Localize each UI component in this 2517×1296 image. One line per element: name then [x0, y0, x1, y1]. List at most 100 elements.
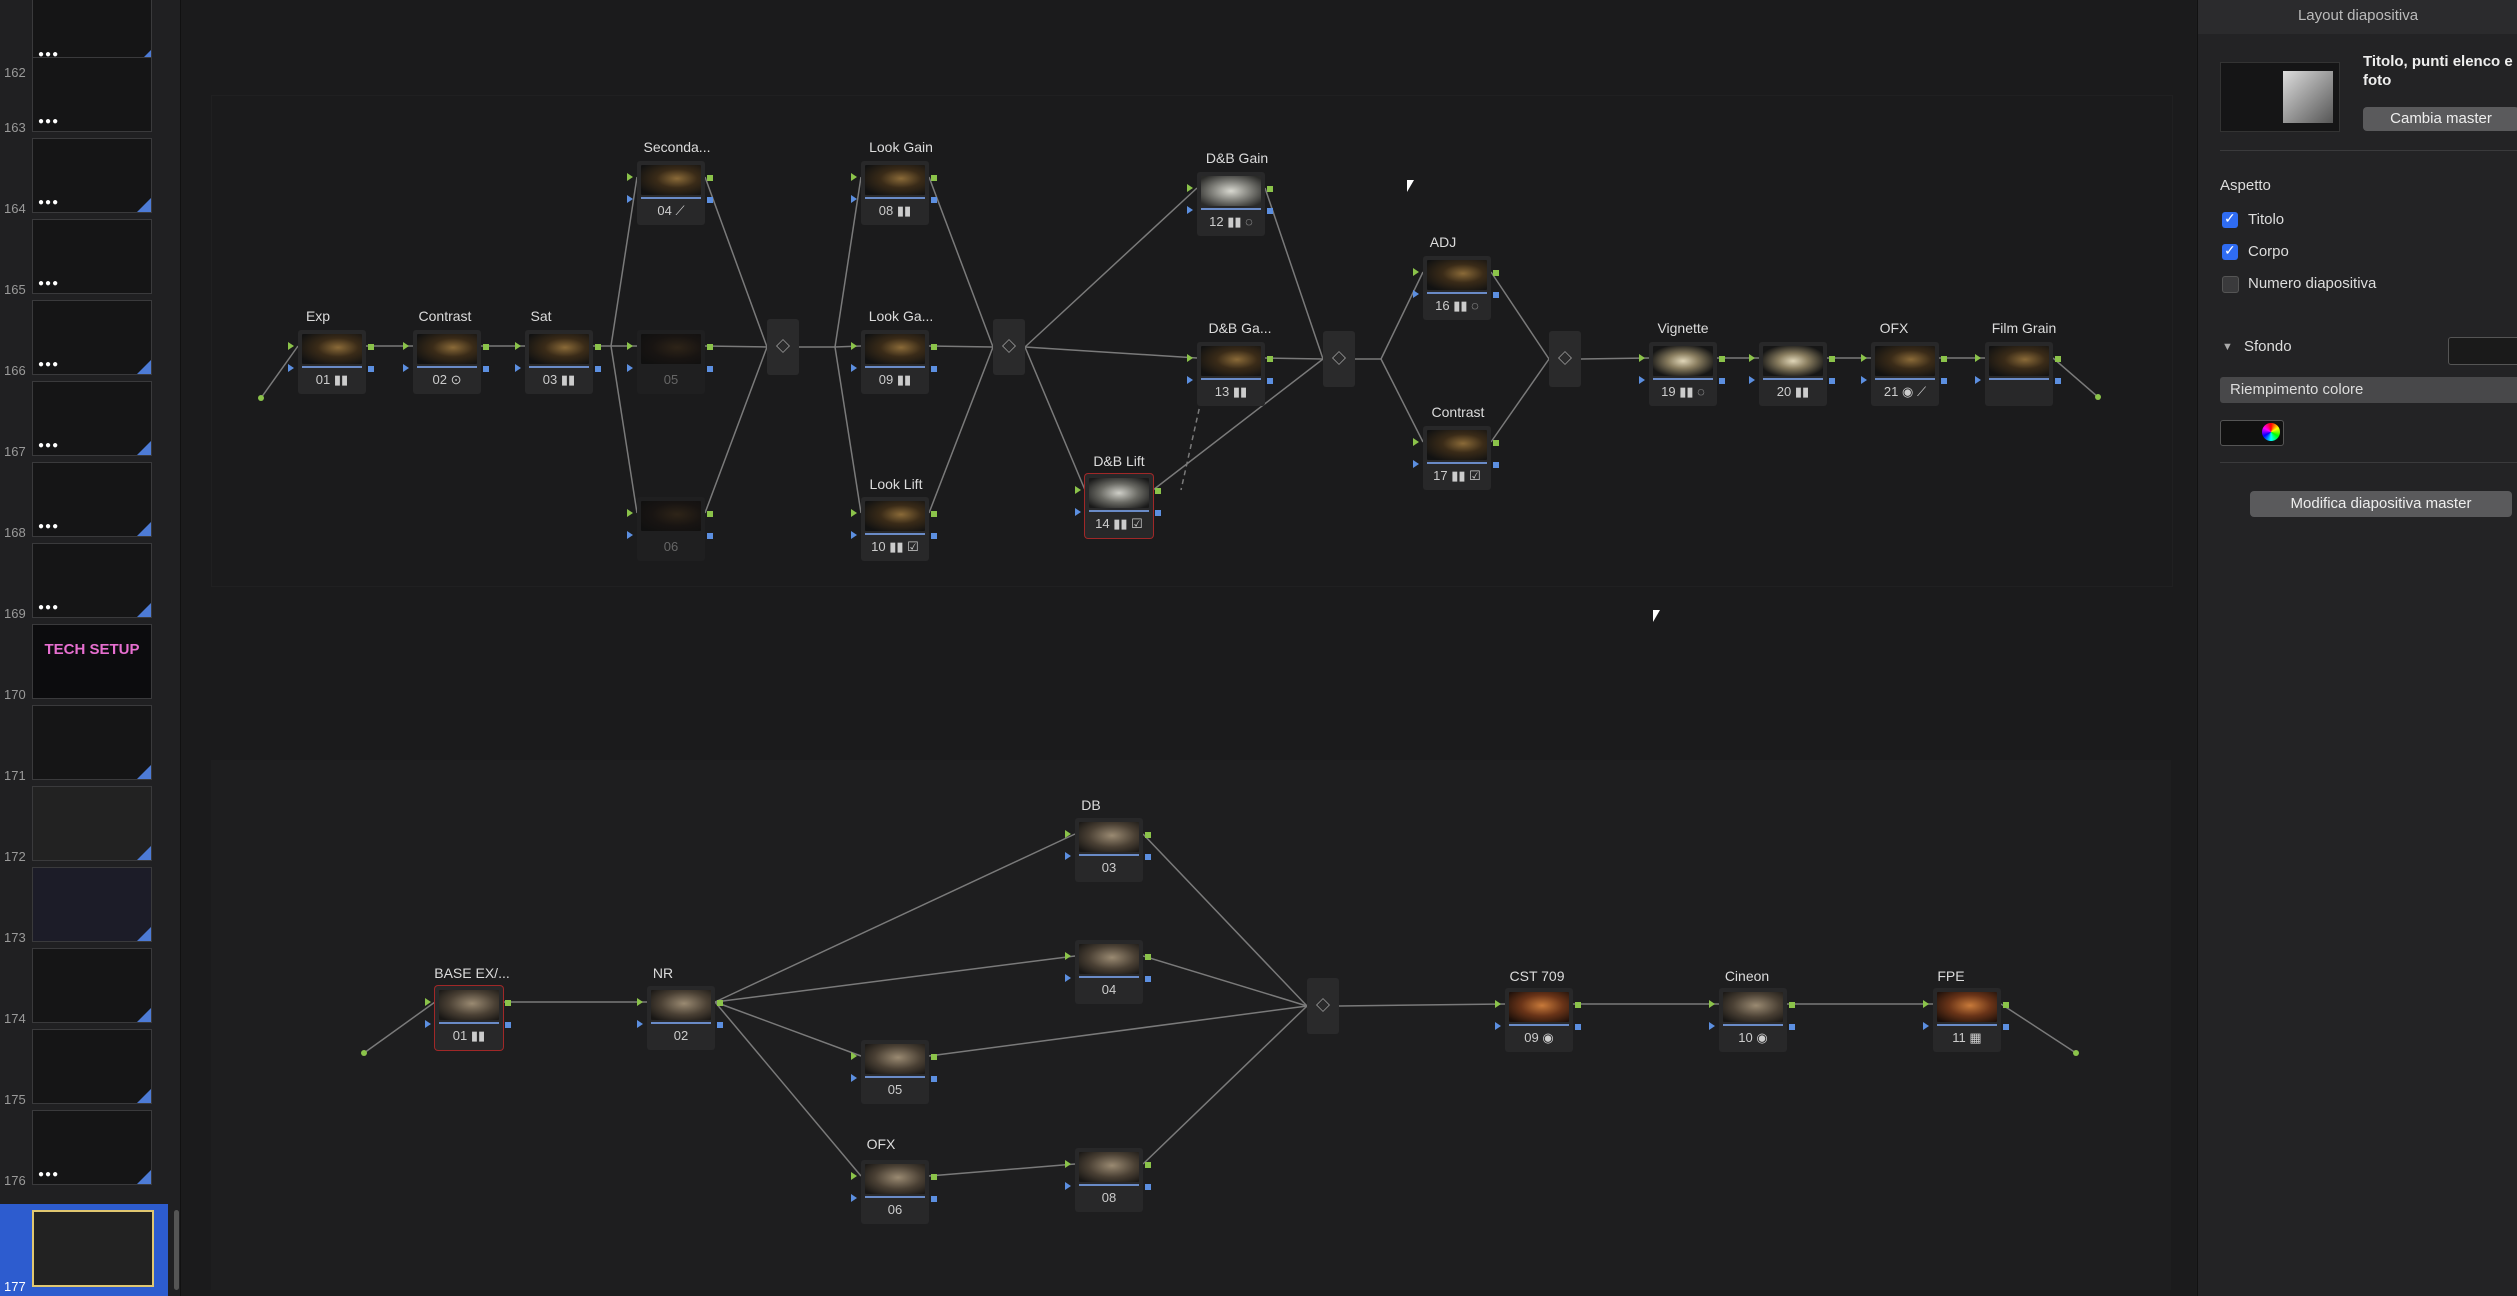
key-output-port [931, 366, 937, 372]
change-master-button[interactable]: Cambia master [2363, 107, 2517, 131]
inspector-header: Layout diapositiva [2198, 0, 2517, 34]
node-vignette[interactable]: 19 ▮▮ ◌ [1649, 342, 1717, 406]
node-exp[interactable]: 01 ▮▮ [298, 330, 366, 394]
color-wheel-icon[interactable] [2262, 423, 2280, 441]
node-05[interactable]: 05 [637, 330, 705, 394]
parallel-mixer-5[interactable] [1307, 978, 1339, 1034]
key-output-port [505, 1022, 511, 1028]
node2-ofx[interactable]: 06 [861, 1160, 929, 1224]
node-db-gamma[interactable]: 13 ▮▮ [1197, 342, 1265, 406]
disclosure-triangle-icon[interactable]: ▼ [2222, 341, 2233, 353]
parallel-mixer-4[interactable] [1549, 331, 1581, 387]
input-port [425, 998, 431, 1006]
node2-fpe[interactable]: 11 ▦ [1933, 988, 2001, 1052]
parallel-mixer-2[interactable] [993, 319, 1025, 375]
parallel-mixer-3[interactable] [1323, 331, 1355, 387]
node2-base-exposure[interactable]: 01 ▮▮ [435, 986, 503, 1050]
node-thumbnail [1201, 346, 1261, 376]
graph2-output-dot[interactable] [2073, 1050, 2079, 1056]
slide-thumbnail-174[interactable]: 174 [0, 946, 168, 1028]
edit-master-slide-button[interactable]: Modifica diapositiva master [2250, 491, 2512, 517]
output-port [707, 511, 713, 517]
slide-thumbnail-176[interactable]: ●●●176 [0, 1108, 168, 1190]
slide-thumbnail-163[interactable]: ●●●163 [0, 55, 168, 137]
node-graph-canvas[interactable]: Exp Contrast Sat Seconda... Look Gain Lo… [181, 0, 2370, 1296]
node2-db[interactable]: 03 [1075, 818, 1143, 882]
node-20[interactable]: 20 ▮▮ [1759, 342, 1827, 406]
slide-number-checkbox[interactable] [2222, 276, 2239, 293]
background-value-field[interactable] [2448, 337, 2517, 365]
node-thumbnail [641, 165, 701, 195]
slide-thumbnail-175[interactable]: 175 [0, 1027, 168, 1109]
slide-corner-marker [137, 198, 151, 212]
key-output-port [1789, 1024, 1795, 1030]
body-checkbox[interactable] [2222, 242, 2238, 260]
slide-thumbnail-164[interactable]: ●●●164 [0, 136, 168, 218]
slide-preview [32, 705, 152, 780]
slide-number: 171 [4, 768, 26, 783]
key-input-port [425, 1020, 431, 1028]
node-db-gain[interactable]: 12 ▮▮ ◌ [1197, 172, 1265, 236]
node-look-lift[interactable]: 10 ▮▮ ☑ [861, 497, 929, 561]
output-port [505, 1000, 511, 1006]
node2-08[interactable]: 08 [1075, 1148, 1143, 1212]
node-sat[interactable]: 03 ▮▮ [525, 330, 593, 394]
node-thumbnail [1875, 346, 1935, 376]
node-secondary[interactable]: 04 ⟋ [637, 161, 705, 225]
node2-cineon[interactable]: 10 ◉ [1719, 988, 1787, 1052]
node-ofx[interactable]: 21 ◉ ⟋ [1871, 342, 1939, 406]
node-label: 12 ▮▮ ◌ [1209, 214, 1253, 229]
layers-icon [1002, 339, 1016, 353]
node2-04[interactable]: 04 [1075, 940, 1143, 1004]
slide-navigator[interactable]: ●●●162 ●●●163 ●●●164 ●●●165 ●●●166 ●●●16… [0, 0, 181, 1296]
slide-dots-icon: ●●● [38, 278, 60, 289]
slide-thumbnail-167[interactable]: ●●●167 [0, 379, 168, 461]
slide-number: 176 [4, 1173, 26, 1188]
graph1-source-dot[interactable] [258, 395, 264, 401]
title-checkbox[interactable] [2222, 210, 2238, 228]
slide-thumbnail-168[interactable]: ●●●168 [0, 460, 168, 542]
slide-thumbnail-177[interactable]: 177 [0, 1204, 168, 1296]
slide-thumbnail-173[interactable]: 173 [0, 865, 168, 947]
slide-thumbnail-165[interactable]: ●●●165 [0, 217, 168, 299]
slide-thumbnail-166[interactable]: ●●●166 [0, 298, 168, 380]
output-port [1789, 1002, 1795, 1008]
connection-wire [610, 345, 638, 514]
node-look-gain[interactable]: 08 ▮▮ [861, 161, 929, 225]
slide-preview: ●●● [32, 381, 152, 456]
slide-thumbnail-169[interactable]: ●●●169 [0, 541, 168, 623]
navigator-scrollbar[interactable] [174, 1210, 179, 1290]
node-label: 02 [673, 1028, 689, 1043]
node-adj[interactable]: 16 ▮▮ ◌ [1423, 256, 1491, 320]
slide-thumbnail-171[interactable]: 171 [0, 703, 168, 785]
node-film-grain[interactable] [1985, 342, 2053, 406]
node-bar [1509, 1024, 1569, 1026]
fill-type-select[interactable]: Riempimento colore [2220, 377, 2517, 403]
slide-thumbnail-172[interactable]: 172 [0, 784, 168, 866]
divider [2220, 150, 2517, 151]
node2-05[interactable]: 05 [861, 1040, 929, 1104]
graph1-output-dot[interactable] [2095, 394, 2101, 400]
layers-icon [1558, 351, 1572, 365]
node2-nr[interactable]: 02 [647, 986, 715, 1050]
inspector-panel: Layout diapositiva Titolo, punti elenco … [2197, 0, 2517, 1296]
node-bar [529, 366, 589, 368]
node-bar [1763, 378, 1823, 380]
output-port [1155, 488, 1161, 494]
node-look-gamma[interactable]: 09 ▮▮ [861, 330, 929, 394]
node-contrast[interactable]: 02 ⊙ [413, 330, 481, 394]
node-bar [1653, 378, 1713, 380]
layout-thumbnail[interactable] [2220, 62, 2340, 132]
node-contrast-2[interactable]: 17 ▮▮ ☑ [1423, 426, 1491, 490]
key-output-port [931, 1196, 937, 1202]
parallel-mixer-1[interactable] [767, 319, 799, 375]
graph2-source-dot[interactable] [361, 1050, 367, 1056]
node-db-lift[interactable]: 14 ▮▮ ☑ [1085, 474, 1153, 538]
input-port [1975, 354, 1981, 362]
input-port [851, 509, 857, 517]
node-label: 05 [887, 1082, 903, 1097]
output-port [931, 344, 937, 350]
node2-cst-709[interactable]: 09 ◉ [1505, 988, 1573, 1052]
node-06[interactable]: 06 [637, 497, 705, 561]
